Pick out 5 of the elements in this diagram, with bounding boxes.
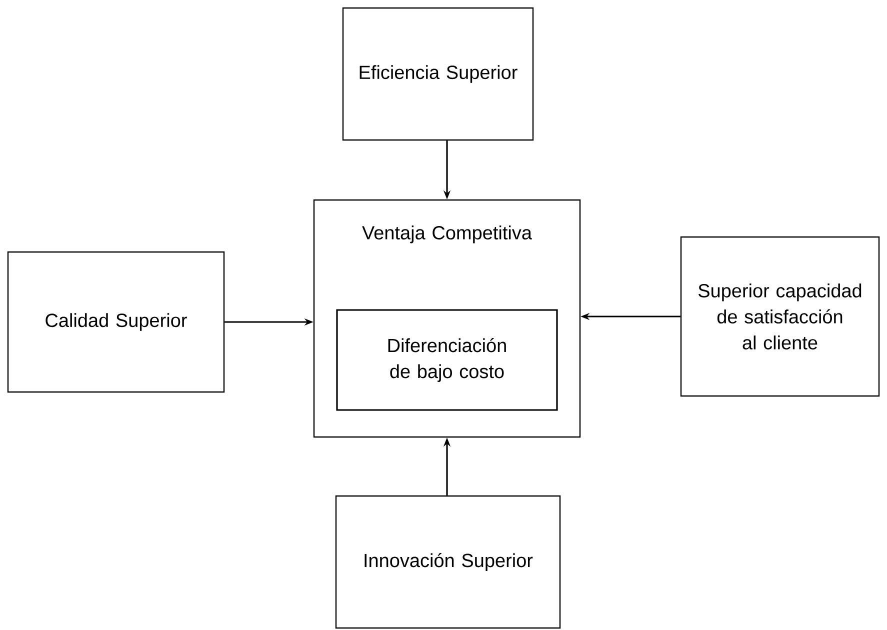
process-box: Superior capacidad de satisfacción al cliente	[680, 236, 880, 397]
process-box: Innovación Superior	[335, 495, 561, 629]
inner-box: Diferenciación de bajo costo	[336, 309, 558, 411]
process-box: Calidad Superior	[7, 251, 225, 393]
process-box: Eficiencia Superior	[342, 7, 534, 141]
